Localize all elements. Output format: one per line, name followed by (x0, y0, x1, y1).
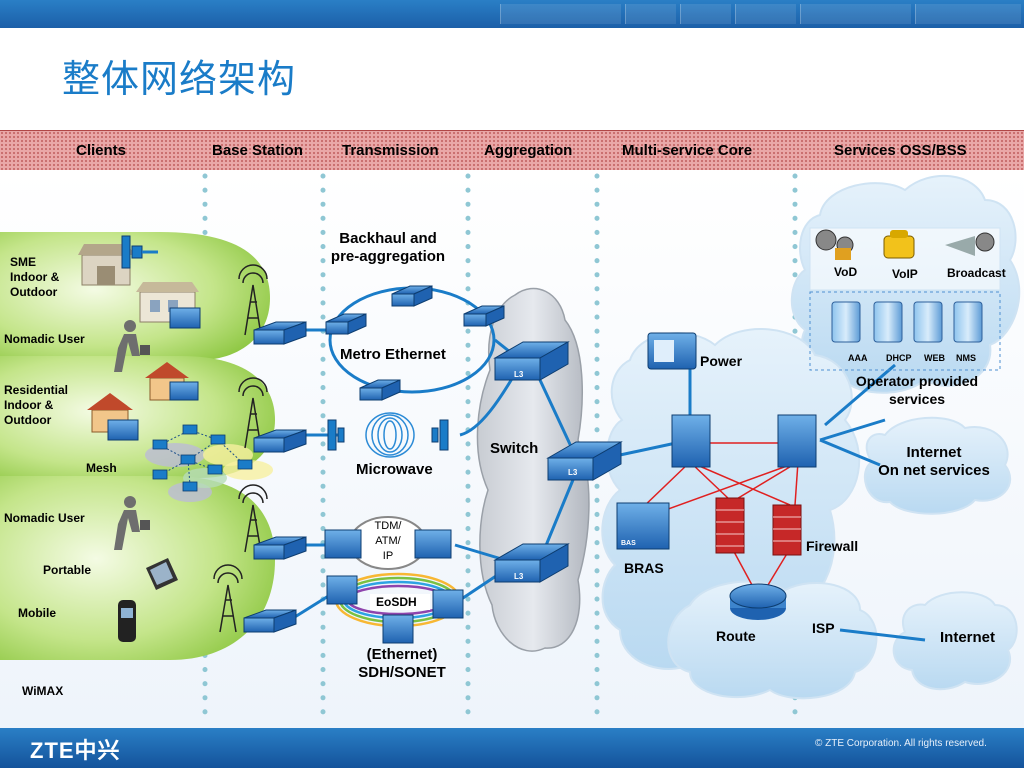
power-device-icon (647, 332, 697, 370)
sdh-device-icon (326, 575, 464, 644)
label-eosdh: EoSDH (376, 595, 417, 609)
label-vod: VoD (834, 265, 858, 279)
top-bar (0, 0, 1024, 28)
label-nomadic-user: Nomadic User (4, 511, 85, 525)
label-voip: VoIP (892, 267, 918, 281)
label-bras: BRAS (624, 560, 664, 576)
label-internet: Internet (940, 629, 996, 646)
router-icon (729, 583, 787, 620)
broadcast-icon (945, 232, 995, 256)
firewall-icon (715, 497, 802, 556)
top-bar-tile (625, 4, 676, 24)
page-title: 整体网络架构 (62, 57, 297, 101)
network-links (289, 286, 926, 642)
label-internet-onnet: Internet On net services (878, 444, 990, 479)
building-icon (136, 282, 199, 323)
copyright-text: © ZTE Corporation. All rights reserved. (815, 738, 987, 749)
label-residential: Residential Indoor & Outdoor (4, 383, 69, 427)
vod-film-icon (815, 229, 854, 260)
label-operator-services: Operator provided services (855, 373, 979, 407)
column-header-clients: Clients (76, 142, 127, 159)
label-sme: SME Indoor & Outdoor (10, 255, 60, 299)
internet-cloud (892, 591, 1018, 691)
label-route: Route (716, 628, 756, 644)
label-metro-ethernet: Metro Ethernet (340, 346, 446, 363)
label-nomadic-user: Nomadic User (4, 332, 85, 346)
label-firewall: Firewall (806, 538, 859, 554)
l3-switch-icon (493, 341, 623, 583)
column-header-base-station: Base Station (212, 142, 303, 159)
microwave-dish-icon (327, 419, 449, 451)
top-bar-tile (735, 4, 796, 24)
voip-phone-icon (883, 230, 915, 259)
top-bar-tile (680, 4, 731, 24)
core-links (639, 442, 799, 586)
l3-tag: L3 (568, 468, 578, 477)
cell-tower-icon (238, 484, 268, 553)
metro-switch-icon (325, 285, 505, 401)
tdm-device-icon (324, 529, 452, 559)
label-aaa: AAA (848, 353, 868, 363)
operator-services-box (809, 291, 1001, 371)
label-broadcast: Broadcast (947, 266, 1006, 280)
label-isp: ISP (812, 620, 835, 636)
label-backhaul: Backhaul and pre-aggregation (330, 230, 446, 265)
label-tdm: TDM/ ATM/ IP (374, 520, 402, 562)
client-coverage-areas (0, 232, 275, 660)
column-header-services: Services OSS/BSS (834, 142, 967, 159)
network-diagram: SME Indoor & Outdoor Nomadic User Reside… (0, 170, 1024, 728)
label-microwave: Microwave (356, 461, 433, 478)
laptop-icon (146, 558, 178, 590)
label-power: Power (700, 353, 743, 369)
bras-tag: BAS (621, 540, 636, 547)
label-sdh-sonet: (Ethernet) SDH/SONET (358, 646, 446, 681)
label-switch: Switch (490, 440, 539, 457)
label-dhcp: DHCP (886, 353, 912, 363)
cell-tower-icon (213, 564, 243, 633)
column-header-band (0, 130, 1024, 172)
cell-tower-icon (238, 264, 268, 336)
l3-tag: L3 (514, 370, 524, 379)
microwave-waves (365, 412, 415, 458)
footer-bar (0, 728, 1024, 768)
cpe-device-icon (107, 307, 201, 441)
isp-cloud (667, 580, 878, 700)
top-bar-tile (500, 4, 621, 24)
mobile-phone-icon (118, 600, 136, 642)
top-bar-tile (915, 4, 1021, 24)
label-mesh: Mesh (86, 461, 117, 475)
nomadic-user-icon (114, 496, 150, 550)
label-mobile: Mobile (18, 606, 56, 620)
column-header-transmission: Transmission (342, 142, 439, 159)
server-icon (831, 301, 983, 343)
mesh-network (145, 424, 273, 502)
column-header-multi-service-core: Multi-service Core (622, 142, 753, 159)
l3-tag: L3 (514, 572, 524, 581)
base-station-switch-icon (243, 321, 307, 633)
label-wimax: WiMAX (22, 684, 64, 698)
column-header-aggregation: Aggregation (484, 142, 573, 159)
bras-device-icon (616, 502, 670, 550)
antenna-dish-icon (121, 235, 158, 269)
label-portable: Portable (43, 563, 92, 577)
core-router-icon (671, 414, 817, 468)
label-nms: NMS (956, 353, 976, 363)
label-web: WEB (924, 353, 945, 363)
top-bar-tile (800, 4, 911, 24)
internet-onnet-cloud (863, 416, 1012, 515)
cell-tower-icon (238, 377, 268, 449)
nomadic-user-icon (114, 320, 150, 372)
zte-logo: ZTE中兴 (30, 738, 121, 763)
diagram-canvas (0, 173, 1021, 725)
eosdh-label-bg (370, 594, 430, 610)
